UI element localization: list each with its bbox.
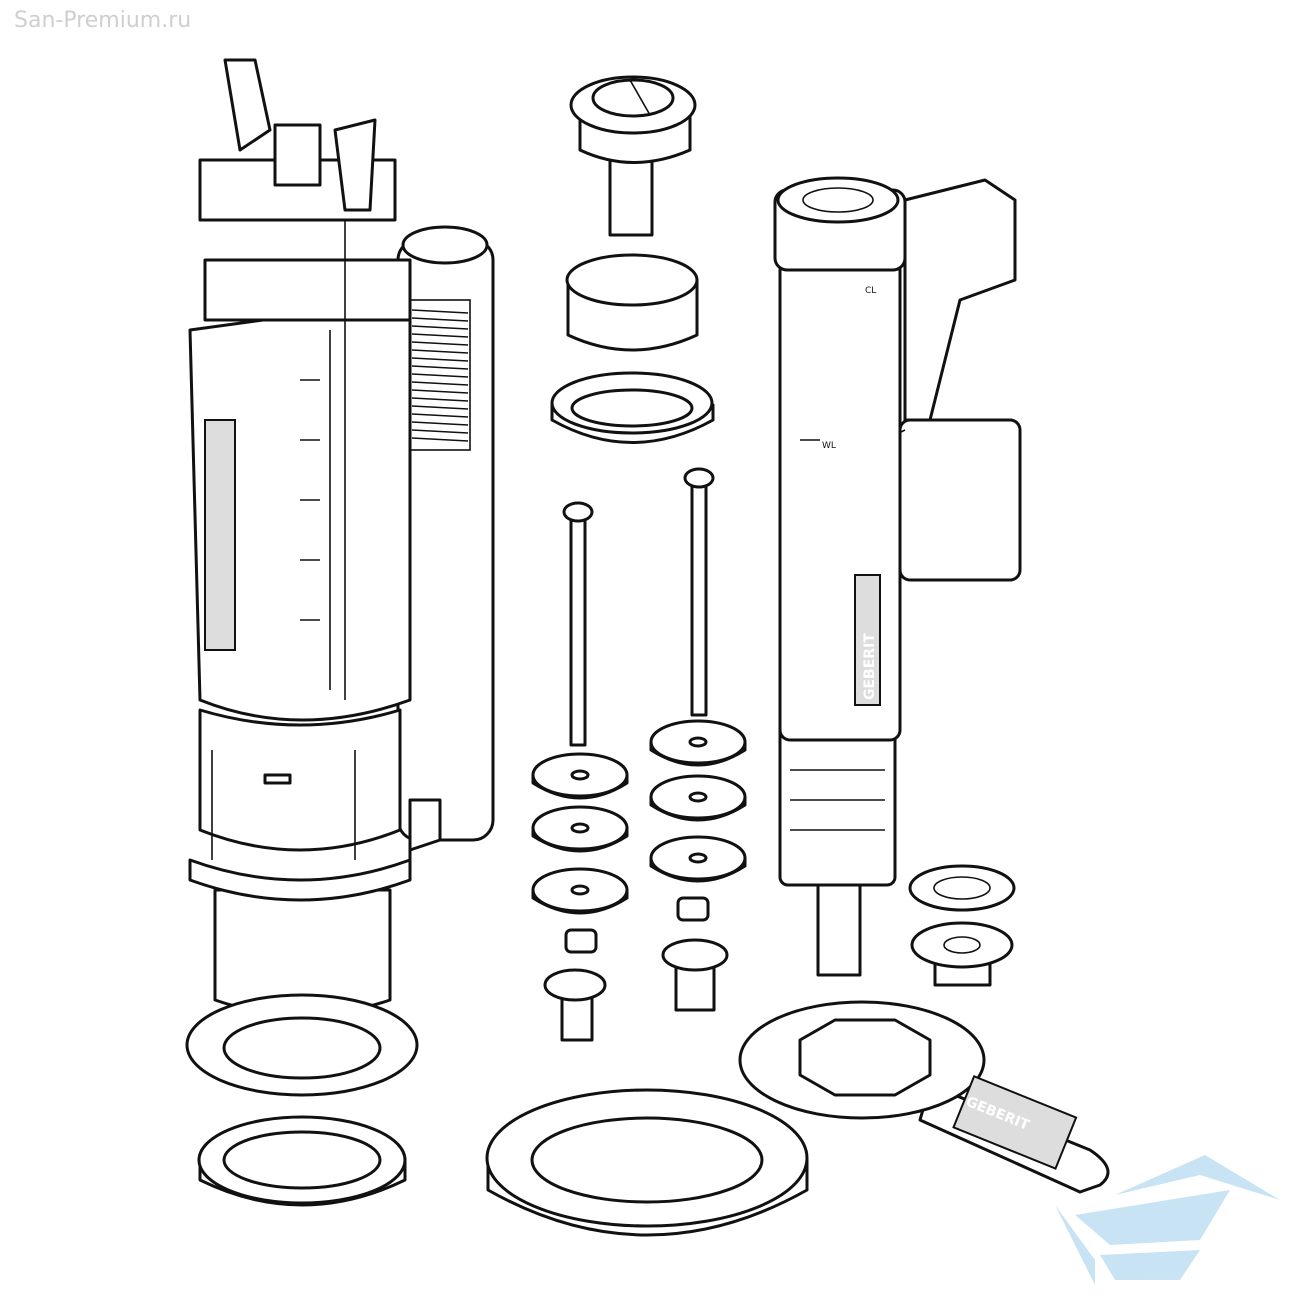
- washer: [649, 835, 747, 883]
- cl-mark: CL: [865, 286, 876, 296]
- washer: [649, 774, 747, 822]
- fill-valve-seal: [908, 864, 1016, 912]
- fill-valve: GEBERIT CL WL: [773, 176, 1022, 977]
- cistern-gasket: [485, 1088, 809, 1237]
- watermark-text: San-Premium.ru: [14, 8, 192, 33]
- washer: [531, 752, 629, 800]
- button-cap: [565, 253, 699, 352]
- watermark-logo: [1055, 1155, 1280, 1285]
- washer: [531, 805, 629, 853]
- screw-left: [562, 501, 594, 747]
- wrench: GEBERIT: [738, 1000, 1110, 1194]
- nut-right: [676, 896, 710, 922]
- push-button: [569, 75, 697, 237]
- anchor-left: [543, 968, 607, 1042]
- wl-mark: WL: [822, 441, 836, 451]
- fill-valve-nut: [910, 921, 1014, 987]
- fill-valve-brand: GEBERIT: [862, 633, 878, 700]
- screw-right: [683, 467, 715, 717]
- washer: [649, 719, 747, 767]
- flush-valve: [188, 58, 495, 1017]
- nut-left: [564, 928, 598, 954]
- washer: [531, 867, 629, 915]
- button-gasket: [550, 371, 715, 444]
- washers: [531, 719, 747, 915]
- flush-valve-seal: [185, 993, 419, 1097]
- lock-nut: [197, 1115, 407, 1207]
- anchor-right: [661, 938, 729, 1012]
